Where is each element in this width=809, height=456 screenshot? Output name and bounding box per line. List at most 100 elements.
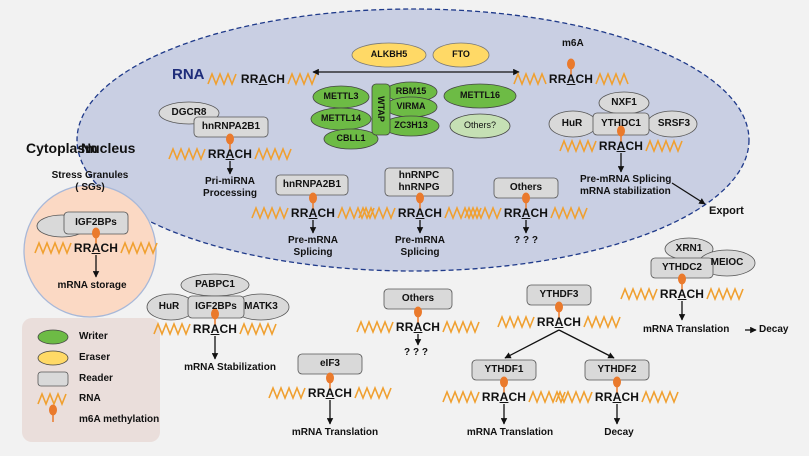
writer-mettl16-label: METTL16	[459, 90, 500, 100]
legend-eraser-swatch	[37, 350, 69, 366]
motif-ythdf1: RRACH	[481, 390, 527, 404]
strand-nuc-hnrnpa2b1-rna-left	[251, 205, 289, 221]
legend-methylation-label: m6A methylation	[79, 414, 160, 425]
strand-nuc-others-pin-head	[522, 192, 530, 204]
strand-sg-pin-head	[92, 227, 100, 239]
eif3-outcome: mRNA Translation	[291, 427, 379, 438]
strand-top-right-rna-right	[595, 71, 629, 87]
legend-methyl-head	[49, 404, 57, 416]
motif-cyto-others: RRACH	[395, 320, 441, 334]
ythdc2-outcome1: mRNA Translation	[643, 324, 730, 335]
strand-nuc-others-rna-left	[464, 205, 502, 221]
strand-top-left-rna-right	[287, 71, 317, 87]
reader-igf2bps-label: IGF2BPs	[195, 301, 237, 312]
reader-nuc-hnrnpa2b1-label: hnRNPA2B1	[282, 179, 342, 190]
strand-ythdf1-rna-left	[442, 389, 480, 405]
writer-mettl16-shape	[443, 83, 517, 109]
eraser-alkbh5-shape	[351, 42, 427, 68]
strand-hnrnpc-pin-head	[416, 192, 424, 204]
sg-outcome: mRNA storage	[57, 280, 127, 291]
legend-reader-swatch	[37, 371, 69, 387]
rna-label: RNA	[172, 66, 205, 83]
reader-dgcr8-label: DGCR8	[171, 107, 207, 118]
ythdc2-outcome2: Decay	[759, 324, 789, 335]
nuc-others-outcome: ? ? ?	[514, 235, 538, 246]
motif-ythdc2: RRACH	[659, 287, 705, 301]
reader-srsf3-label: SRSF3	[657, 118, 691, 129]
strand-nuc-hnrnpa2b1-pin-head	[309, 192, 317, 204]
motif-ythdf2: RRACH	[594, 390, 640, 404]
reader-ythdc2-label: YTHDC2	[661, 262, 702, 273]
strand-ythdf2-rna-left	[555, 389, 593, 405]
motif-nuc-hnrnpa2b1: RRACH	[290, 206, 336, 220]
strand-pri-rna-right	[254, 146, 292, 162]
motif-eif3: RRACH	[307, 386, 353, 400]
reader-ythdc1-label: YTHDC1	[600, 118, 641, 129]
reader-pri-hnrnpa2b1-label: hnRNPA2B1	[201, 121, 261, 132]
eraser-fto-label: FTO	[452, 49, 470, 59]
writer-cbll1-label: CBLL1	[336, 133, 366, 143]
reader-nxf1-label: NXF1	[611, 97, 637, 108]
reader-meioc-label: MEIOC	[710, 257, 744, 268]
strand-ythdc1-pin-head	[617, 125, 625, 137]
sg-title: Stress Granules( SGs)	[51, 170, 129, 193]
strand-ythdc2-pin-head	[678, 273, 686, 285]
reader-eif3-label: eIF3	[319, 358, 340, 369]
strand-pri-pin-head	[226, 133, 234, 145]
strand-top-right-rna-left	[513, 71, 547, 87]
legend-writer-swatch	[37, 329, 69, 345]
strand-stab-rna-left	[153, 321, 191, 337]
writer-zc3h13-label: ZC3H13	[394, 120, 428, 130]
motif-rna-top-left: RRACH	[240, 72, 286, 86]
strand-hnrnpc-rna-left	[358, 205, 396, 221]
legend-rna-label: RNA	[79, 393, 101, 404]
strand-nuc-others-rna-right	[550, 205, 588, 221]
strand-ythdc2-rna-right	[706, 286, 744, 302]
legend-rna-swatch	[37, 391, 67, 407]
cyto-others-outcome: ? ? ?	[404, 347, 428, 358]
strand-cyto-others-rna-right	[442, 319, 480, 335]
writer-mettl14-label: METTL14	[320, 113, 361, 123]
nucleus-label: Nucleus	[81, 140, 136, 156]
stab-outcome: mRNA Stabilization	[184, 362, 276, 373]
arrow-export	[671, 182, 706, 205]
eraser-alkbh5-label: ALKBH5	[370, 49, 408, 59]
strand-ythdf1-rna-right	[528, 389, 566, 405]
reader-hur-cyto-label: HuR	[158, 301, 180, 312]
strand-ythdf3-rna-left	[497, 314, 535, 330]
reader-matk3-label: MATK3	[244, 301, 278, 312]
strand-top-left-rna-left	[207, 71, 237, 87]
strand-ythdf1-pin-head	[500, 376, 508, 388]
export-label: Export	[709, 205, 744, 217]
reader-sg-igf2bps-label: IGF2BPs	[75, 217, 117, 228]
ythdf2-outcome: Decay	[604, 427, 634, 438]
strand-ythdc1-rna-left	[559, 138, 597, 154]
ythdf1-outcome: mRNA Translation	[466, 427, 554, 438]
nucleus-ellipse	[76, 8, 750, 272]
strand-eif3-rna-left	[268, 385, 306, 401]
arrow-ythdf3-to-ythdf1	[504, 329, 560, 359]
strand-cyto-others-rna-left	[356, 319, 394, 335]
legend-writer-label: Writer	[79, 331, 108, 342]
reader-cyto-others-label: Others	[401, 293, 435, 304]
legend-eraser-label: Eraser	[79, 352, 111, 363]
strand-stab-pin-head	[211, 308, 219, 320]
strand-eif3-pin-head	[326, 372, 334, 384]
motif-ythdf3: RRACH	[536, 315, 582, 329]
writer-mettl3-label: METTL3	[323, 91, 359, 101]
strand-ythdf2-pin-head	[613, 376, 621, 388]
strand-pri-rna-left	[168, 146, 206, 162]
reader-ythdf3-label: YTHDF3	[539, 289, 579, 300]
strand-eif3-rna-right	[354, 385, 392, 401]
eraser-fto-shape	[432, 42, 490, 68]
strand-ythdc2-rna-left	[620, 286, 658, 302]
strand-sg-rna-right	[120, 240, 158, 256]
strand-ythdf2-rna-right	[641, 389, 679, 405]
